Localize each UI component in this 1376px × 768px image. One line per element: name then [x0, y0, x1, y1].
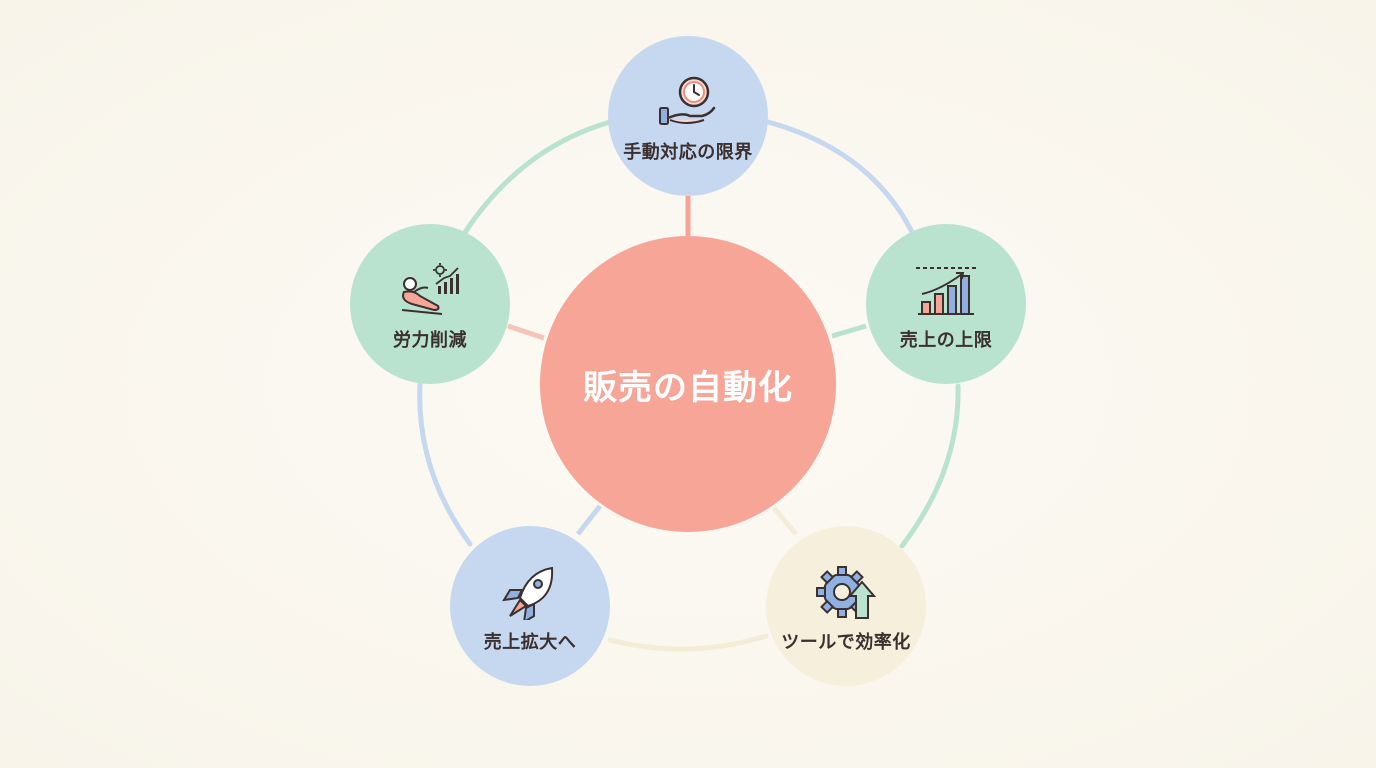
node-tool-efficiency: ツールで効率化	[766, 526, 926, 686]
node-label: ツールで効率化	[781, 632, 911, 653]
node-label: 売上の上限	[899, 330, 993, 351]
ring-arc-right-bottom	[899, 383, 961, 549]
bar-chart-limit-icon	[916, 267, 976, 315]
gear-arrow-icon	[816, 566, 877, 619]
rocket-icon	[502, 566, 554, 620]
spoke-bottom-right	[772, 506, 798, 536]
ring-arc-bottom	[607, 633, 769, 652]
node-label: 手動対応の限界	[623, 142, 753, 163]
node-manual-limit: 手動対応の限界	[608, 36, 768, 196]
node-sales-ceiling: 売上の上限	[866, 224, 1026, 384]
node-label: 労力削減	[393, 330, 467, 351]
ring-arc-top-left	[461, 119, 613, 237]
node-labor-reduction: 労力削減	[350, 224, 510, 384]
spoke-bottom-left	[576, 504, 602, 536]
relaxing-person-chart-icon	[401, 263, 459, 315]
center-hub: 販売の自動化	[540, 236, 836, 532]
spoke-right	[831, 323, 867, 339]
ring-arc-top-right	[765, 119, 915, 235]
center-title: 販売の自動化	[583, 367, 793, 408]
node-label: 売上拡大へ	[483, 632, 577, 653]
spoke-left	[507, 323, 545, 341]
node-sales-growth: 売上拡大へ	[450, 526, 610, 686]
hand-clock-icon	[659, 76, 716, 125]
ring-arc-left-bottom	[417, 381, 473, 547]
